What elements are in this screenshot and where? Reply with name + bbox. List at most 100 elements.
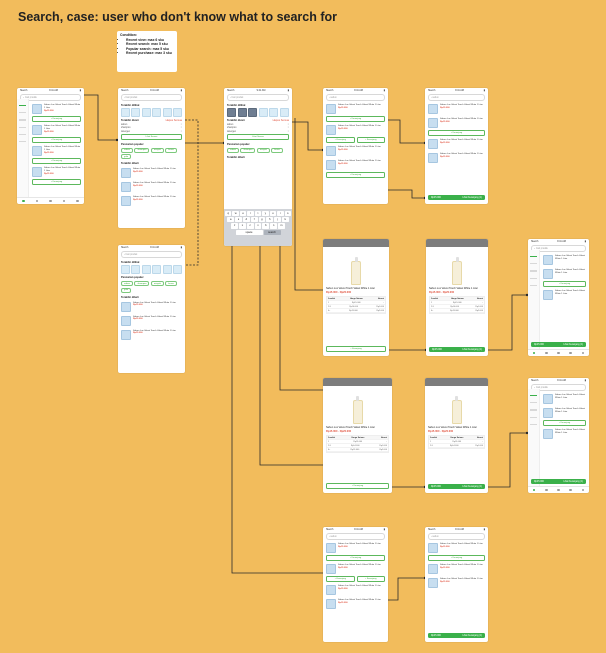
recent-view-row[interactable] xyxy=(118,265,185,274)
list-item[interactable]: Sabun Lux Velvet Touch Valvet White 1 Li… xyxy=(29,123,84,137)
search-input[interactable]: ‹ Cari produk xyxy=(121,94,182,101)
add-to-cart-button[interactable]: + Keranjang xyxy=(543,281,586,287)
add-to-cart-button[interactable]: + Keranjang xyxy=(326,483,389,489)
history-item[interactable]: detergen× xyxy=(118,130,185,134)
add-to-cart-button[interactable]: + Keranjang xyxy=(543,420,586,426)
add-to-cart-button[interactable]: + Keranjang xyxy=(326,137,355,143)
back-icon[interactable]: ‹ xyxy=(124,96,126,99)
span-element: 1 xyxy=(328,440,330,443)
list-item[interactable]: Sabun Lux Velvet Touch Valvet White 1 Li… xyxy=(323,597,388,611)
list-item[interactable]: Sabun Lux Velvet Touch Valvet White 1 Li… xyxy=(118,166,185,180)
list-item[interactable]: Sabun Lux Velvet Touch Valvet White 1 Li… xyxy=(323,158,388,172)
thumb-element xyxy=(428,104,438,114)
tab-bar[interactable] xyxy=(17,197,84,204)
history-item[interactable]: shampoo× xyxy=(224,127,292,131)
list-item[interactable]: Sabun Lux Velvet Touch Valvet White 1 Li… xyxy=(540,253,589,267)
recent-view-row[interactable] xyxy=(224,108,292,117)
add-to-cart-button[interactable]: + Keranjang xyxy=(326,555,385,561)
search-bar[interactable]: ⌕ Cari produk xyxy=(531,384,586,391)
add-to-cart-button[interactable]: + Keranjang xyxy=(326,116,385,122)
add-to-cart-button[interactable]: + Keranjang xyxy=(356,576,385,582)
list-item[interactable]: Sabun Lux Velvet Touch Valvet White 1 Li… xyxy=(118,314,185,328)
pname-element: Sabun Lux Velvet Touch Valvet White 1 Li… xyxy=(555,269,585,274)
add-to-cart-button[interactable]: + Keranjang xyxy=(32,137,81,143)
list-item[interactable]: Sabun Lux Velvet Touch Valvet White 1 Li… xyxy=(118,180,185,194)
list-item[interactable]: Sabun Lux Velvet Touch Valvet White 1 Li… xyxy=(425,562,488,576)
add-to-cart-button[interactable]: + Keranjang xyxy=(32,158,81,164)
list-item[interactable]: Sabun Lux Velvet Touch Valvet White 1 Li… xyxy=(425,137,488,151)
list-item[interactable]: Sabun Lux Velvet Touch Valvet White 1 Li… xyxy=(425,541,488,555)
list-item[interactable]: Sabun Lux Velvet Touch Valvet White 1 Li… xyxy=(118,328,185,342)
see-all-button[interactable]: Lihat Semua xyxy=(227,133,289,140)
history-item[interactable]: shampoo× xyxy=(118,127,185,131)
list-item[interactable]: Sabun Lux Velvet Touch Valvet White 1 Li… xyxy=(29,144,84,158)
list-item[interactable]: Sabun Lux Velvet Touch Valvet White 1 Li… xyxy=(425,576,488,590)
search-input[interactable]: ‹ Cari produk xyxy=(227,94,289,101)
category-sidebar[interactable] xyxy=(528,389,540,487)
search-input[interactable]: ‹ Cari produk xyxy=(121,251,182,258)
list-item[interactable]: Sabun Lux Velvet Touch Valvet White 1 Li… xyxy=(323,144,388,158)
add-to-cart-button[interactable]: + Keranjang xyxy=(326,576,355,582)
history-item[interactable]: sabun× xyxy=(224,123,292,127)
list-item[interactable]: Sabun Lux Velvet Touch Valvet White 1 Li… xyxy=(425,102,488,116)
list-item[interactable]: Sabun Lux Velvet Touch Valvet White 1 Li… xyxy=(323,541,388,555)
clear-all-link[interactable]: Hapus Semua xyxy=(272,119,289,122)
list-item[interactable]: Sabun Lux Velvet Touch Valvet White 1 Li… xyxy=(323,583,388,597)
history-item[interactable]: sabun× xyxy=(118,123,185,127)
clear-all-link[interactable]: Hapus Semua xyxy=(165,119,182,122)
search-bar[interactable]: ⌕ Cari produk xyxy=(531,245,586,252)
list-item[interactable]: Sabun Lux Velvet Touch Valvet White 1 Li… xyxy=(323,562,388,576)
pprice-element: Rp15.000 xyxy=(44,130,54,133)
list-item[interactable]: Sabun Lux Velvet Touch Valvet White 1 Li… xyxy=(540,392,589,406)
add-to-cart-button[interactable]: + Keranjang xyxy=(32,179,81,185)
see-all-button[interactable]: Lihat Semua xyxy=(121,133,182,140)
category-sidebar[interactable] xyxy=(528,250,540,350)
list-item[interactable]: Sabun Lux Velvet Touch Valvet White 1 Li… xyxy=(425,116,488,130)
tab-bar[interactable] xyxy=(528,486,589,493)
list-item[interactable]: Sabun Lux Velvet Touch Valvet White 1 Li… xyxy=(540,427,589,441)
add-to-cart-button[interactable]: + Keranjang xyxy=(32,116,81,122)
space-key[interactable]: space xyxy=(235,229,263,235)
add-to-cart-button[interactable]: + Keranjang xyxy=(428,130,485,136)
recent-view-row[interactable] xyxy=(118,108,185,117)
list-item[interactable]: Sabun Lux Velvet Touch Valvet White 1 Li… xyxy=(540,288,589,302)
pinfo-element: Sabun Lux Velvet Touch Valvet White 1 Li… xyxy=(44,125,81,133)
add-to-cart-button[interactable]: + Keranjang xyxy=(326,172,385,178)
list-item[interactable]: Sabun Lux Velvet Touch Valvet White 1 Li… xyxy=(29,165,84,179)
search-bar[interactable]: ⌕ Cari produk xyxy=(20,94,81,101)
chip-element xyxy=(258,108,268,117)
add-to-cart-button[interactable]: + Keranjang xyxy=(428,555,485,561)
span-element: 2-5 xyxy=(328,444,331,447)
list-item[interactable]: Sabun Lux Velvet Touch Valvet White 1 Li… xyxy=(425,151,488,165)
div-element xyxy=(530,270,537,272)
list-item[interactable]: Sabun Lux Velvet Touch Valvet White 1 Li… xyxy=(323,123,388,137)
history-item[interactable]: detergen× xyxy=(224,130,292,134)
list-item[interactable]: Sabun Lux Velvet Touch Valvet White 1 Li… xyxy=(540,406,589,420)
search-input[interactable]: ‹ sabun xyxy=(326,94,385,101)
tab-bar[interactable] xyxy=(528,349,589,356)
search-input[interactable]: ‹ sabun xyxy=(428,533,485,540)
search-key[interactable]: search xyxy=(263,229,281,235)
category-sidebar[interactable] xyxy=(17,99,29,198)
list-item[interactable]: Sabun Lux Velvet Touch Valvet White 1 Li… xyxy=(118,300,185,314)
list-item[interactable]: Sabun Lux Velvet Touch Valvet White 1 Li… xyxy=(118,194,185,208)
search-input[interactable]: ‹ sabun xyxy=(428,94,485,101)
condition-item: Recent search: max 5 sku xyxy=(126,42,174,47)
list-item[interactable]: Sabun Lux Velvet Touch Valvet White 1 Li… xyxy=(323,102,388,116)
list-item[interactable]: Sabun Lux Velvet Touch Valvet White 1 Li… xyxy=(29,102,84,116)
add-to-cart-button[interactable]: + Keranjang xyxy=(326,346,386,352)
add-to-cart-button[interactable]: + Keranjang xyxy=(356,137,385,143)
list-item[interactable]: Sabun Lux Velvet Touch Valvet White 1 Li… xyxy=(540,267,589,281)
search-input[interactable]: ‹ sabun xyxy=(326,533,385,540)
